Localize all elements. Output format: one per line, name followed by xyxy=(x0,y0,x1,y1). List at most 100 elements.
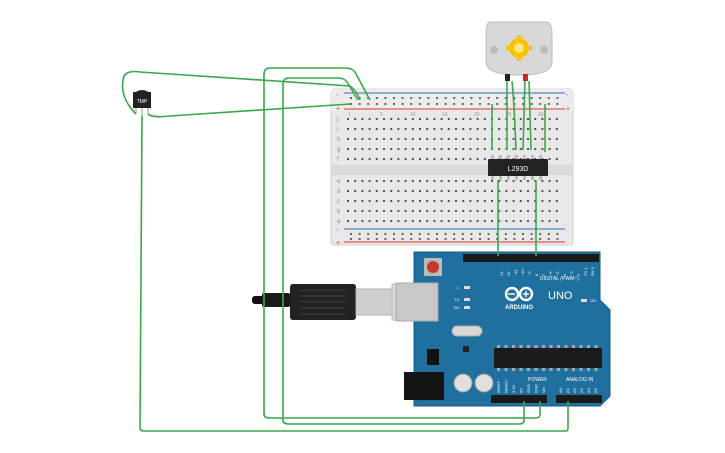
breadboard-hole[interactable] xyxy=(513,97,516,99)
breadboard-hole[interactable] xyxy=(347,158,349,160)
breadboard-hole[interactable] xyxy=(397,138,400,140)
breadboard-hole[interactable] xyxy=(462,118,465,120)
breadboard-hole[interactable] xyxy=(483,158,486,160)
breadboard-hole[interactable] xyxy=(393,97,395,99)
breadboard-hole[interactable] xyxy=(555,210,558,212)
breadboard-hole[interactable] xyxy=(462,148,465,150)
breadboard-hole[interactable] xyxy=(440,180,443,182)
breadboard-hole[interactable] xyxy=(512,148,515,150)
breadboard-hole[interactable] xyxy=(347,200,349,202)
breadboard-hole[interactable] xyxy=(483,210,486,212)
breadboard-hole[interactable] xyxy=(358,238,361,240)
breadboard-hole[interactable] xyxy=(455,190,457,192)
breadboard-hole[interactable] xyxy=(401,238,404,240)
breadboard-hole[interactable] xyxy=(368,180,371,182)
breadboard-hole[interactable] xyxy=(556,103,559,105)
breadboard-hole[interactable] xyxy=(397,210,400,212)
breadboard-hole[interactable] xyxy=(393,238,395,240)
breadboard-hole[interactable] xyxy=(367,238,370,240)
breadboard-hole[interactable] xyxy=(487,233,490,235)
breadboard-hole[interactable] xyxy=(426,138,429,140)
breadboard-hole[interactable] xyxy=(419,128,421,130)
breadboard-hole[interactable] xyxy=(556,238,559,240)
breadboard-hole[interactable] xyxy=(350,233,352,235)
breadboard-hole[interactable] xyxy=(347,190,349,192)
breadboard-hole[interactable] xyxy=(462,158,465,160)
breadboard-hole[interactable] xyxy=(397,118,400,120)
breadboard-hole[interactable] xyxy=(487,238,490,240)
breadboard-hole[interactable] xyxy=(411,118,414,120)
breadboard-hole[interactable] xyxy=(383,138,385,140)
breadboard-hole[interactable] xyxy=(534,138,537,140)
breadboard-hole[interactable] xyxy=(548,200,551,202)
breadboard-hole[interactable] xyxy=(519,118,522,120)
breadboard-hole[interactable] xyxy=(440,118,443,120)
wire[interactable] xyxy=(121,70,361,115)
breadboard-hole[interactable] xyxy=(440,190,443,192)
breadboard-hole[interactable] xyxy=(384,97,387,99)
breadboard-hole[interactable] xyxy=(440,200,443,202)
breadboard-hole[interactable] xyxy=(453,233,456,235)
breadboard-hole[interactable] xyxy=(433,200,436,202)
breadboard-hole[interactable] xyxy=(505,200,508,202)
breadboard-hole[interactable] xyxy=(541,128,544,130)
breadboard-hole[interactable] xyxy=(444,238,447,240)
breadboard-hole[interactable] xyxy=(579,345,583,348)
breadboard-hole[interactable] xyxy=(397,200,400,202)
breadboard-hole[interactable] xyxy=(440,148,443,150)
breadboard-hole[interactable] xyxy=(549,345,553,348)
breadboard-hole[interactable] xyxy=(555,118,558,120)
breadboard-hole[interactable] xyxy=(411,190,414,192)
breadboard-hole[interactable] xyxy=(498,118,501,120)
breadboard-hole[interactable] xyxy=(548,210,551,212)
breadboard-hole[interactable] xyxy=(491,190,493,192)
breadboard-hole[interactable] xyxy=(390,118,393,120)
breadboard-hole[interactable] xyxy=(530,233,533,235)
breadboard-hole[interactable] xyxy=(539,233,542,235)
breadboard-hole[interactable] xyxy=(410,238,413,240)
breadboard-hole[interactable] xyxy=(505,210,508,212)
breadboard-hole[interactable] xyxy=(418,103,421,105)
breadboard-hole[interactable] xyxy=(404,180,407,182)
breadboard-hole[interactable] xyxy=(447,138,450,140)
breadboard-hole[interactable] xyxy=(361,118,364,120)
breadboard-hole[interactable] xyxy=(447,128,450,130)
breadboard-hole[interactable] xyxy=(469,220,472,222)
breadboard-hole[interactable] xyxy=(347,220,349,222)
breadboard-hole[interactable] xyxy=(426,128,429,130)
breadboard-hole[interactable] xyxy=(479,233,481,235)
breadboard-hole[interactable] xyxy=(519,128,522,130)
breadboard-hole[interactable] xyxy=(419,210,421,212)
breadboard-hole[interactable] xyxy=(419,118,421,120)
breadboard-hole[interactable] xyxy=(555,200,558,202)
breadboard-hole[interactable] xyxy=(555,138,558,140)
breadboard-hole[interactable] xyxy=(469,210,472,212)
breadboard-hole[interactable] xyxy=(564,368,568,371)
breadboard-hole[interactable] xyxy=(361,158,364,160)
breadboard-hole[interactable] xyxy=(383,148,385,150)
breadboard-hole[interactable] xyxy=(527,180,529,182)
breadboard-hole[interactable] xyxy=(455,158,457,160)
breadboard-hole[interactable] xyxy=(393,233,395,235)
breadboard-hole[interactable] xyxy=(397,220,400,222)
breadboard[interactable]: - + - + j i h g f e d c b a 1 5 10 15 20 xyxy=(330,88,574,247)
breadboard-hole[interactable] xyxy=(527,128,529,130)
breadboard-hole[interactable] xyxy=(447,220,450,222)
breadboard-hole[interactable] xyxy=(426,190,429,192)
breadboard-hole[interactable] xyxy=(361,128,364,130)
breadboard-hole[interactable] xyxy=(390,138,393,140)
breadboard-hole[interactable] xyxy=(384,103,387,105)
breadboard-hole[interactable] xyxy=(469,190,472,192)
breadboard-hole[interactable] xyxy=(361,210,364,212)
breadboard-hole[interactable] xyxy=(455,128,457,130)
breadboard-hole[interactable] xyxy=(527,190,529,192)
breadboard-hole[interactable] xyxy=(375,128,378,130)
breadboard-hole[interactable] xyxy=(461,238,464,240)
breadboard-hole[interactable] xyxy=(522,233,524,235)
breadboard-hole[interactable] xyxy=(375,238,378,240)
breadboard-hole[interactable] xyxy=(548,158,551,160)
breadboard-hole[interactable] xyxy=(469,128,472,130)
breadboard-hole[interactable] xyxy=(419,158,421,160)
breadboard-hole[interactable] xyxy=(469,180,472,182)
breadboard-hole[interactable] xyxy=(556,97,559,99)
